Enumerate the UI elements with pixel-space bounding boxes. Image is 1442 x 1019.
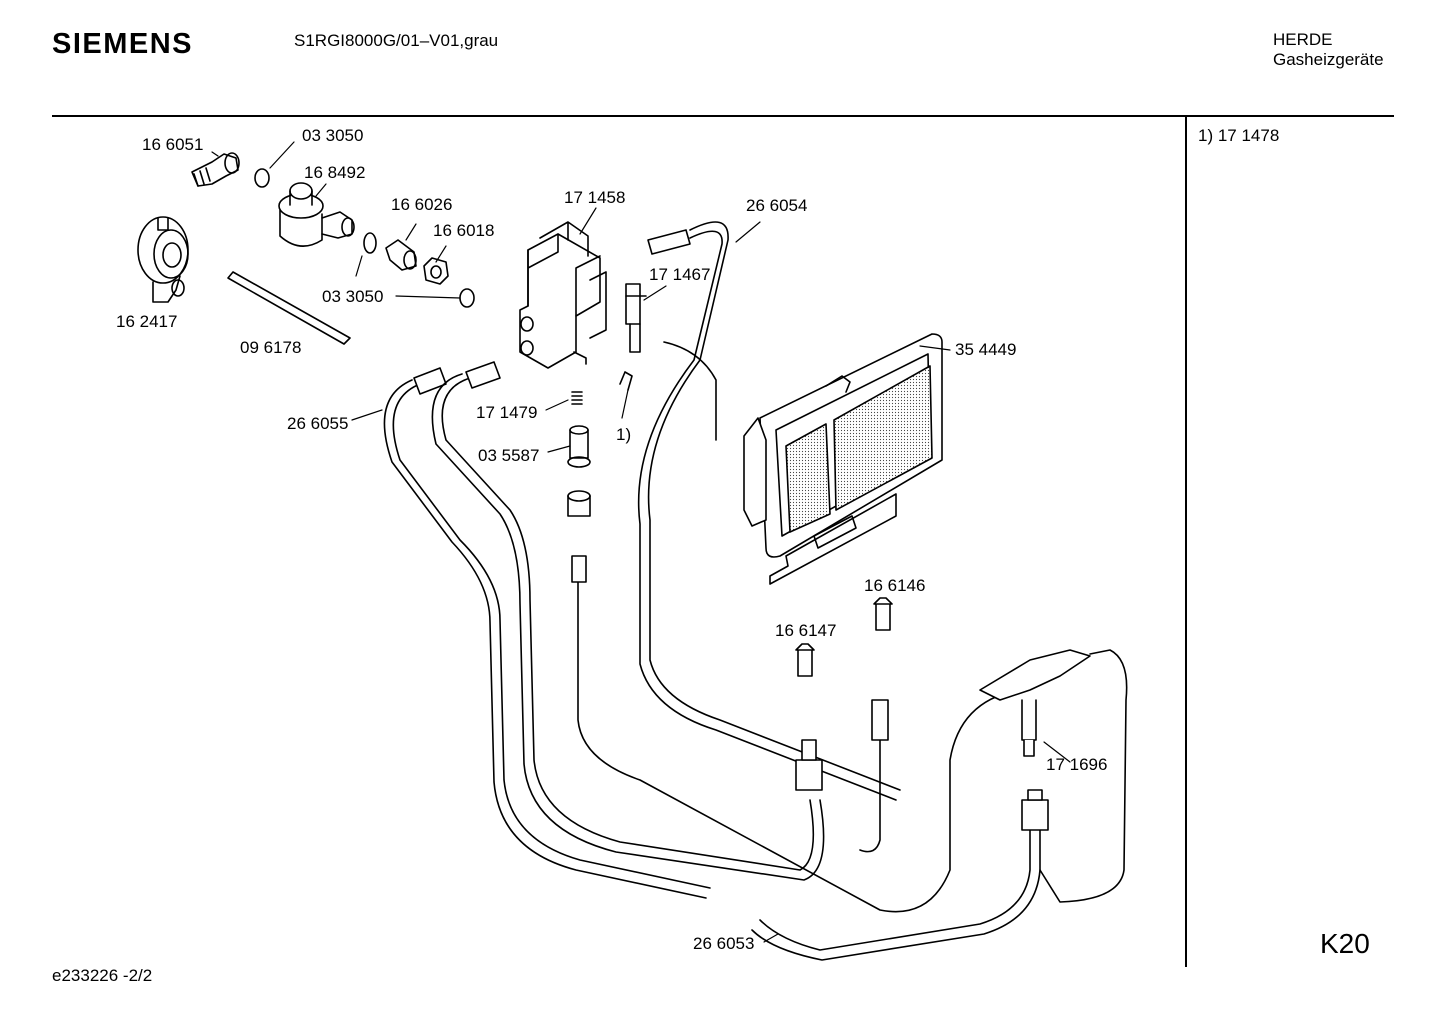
clip-part — [619, 371, 633, 391]
part-label-162417: 16 2417 — [116, 312, 177, 331]
part-label-266055: 26 6055 — [287, 414, 348, 433]
document-id: e233226 -2/2 — [52, 966, 153, 985]
page-code: K20 — [1320, 928, 1370, 959]
part-label-171467: 17 1467 — [649, 265, 710, 284]
nozzle-part — [873, 597, 893, 631]
nut-part — [423, 257, 449, 285]
part-label-footnote-ref: 1) — [616, 425, 631, 444]
category-subtitle: Gasheizgeräte — [1273, 50, 1384, 69]
part-label-354449: 35 4449 — [955, 340, 1016, 359]
gas-pipe-26-6053 — [751, 789, 1049, 961]
part-label-166026: 16 6026 — [391, 195, 452, 214]
header-divider — [52, 115, 1394, 117]
pilot-burner-part — [979, 649, 1128, 903]
gas-valve-part — [519, 221, 607, 369]
injector-part — [567, 425, 591, 468]
sidebar-divider — [1185, 117, 1187, 967]
footnote-text: 1) 17 1478 — [1198, 126, 1280, 145]
part-label-266054: 26 6054 — [746, 196, 807, 215]
part-label-096178: 09 6178 — [240, 338, 301, 357]
model-number: S1RGI8000G/01–V01,grau — [294, 31, 499, 50]
nozzle-part-2 — [795, 643, 815, 677]
gas-pipe-26-6054 — [637, 221, 901, 801]
connector-nut-part — [567, 490, 591, 517]
burner-part — [743, 333, 943, 585]
thermocouple-lead — [571, 341, 1021, 913]
washer-part — [254, 168, 270, 188]
part-label-266053: 26 6053 — [693, 934, 754, 953]
washer-part-2 — [363, 232, 377, 254]
pipe-with-nozzle — [795, 699, 889, 853]
part-label-171458: 17 1458 — [564, 188, 625, 207]
rod-part — [227, 271, 351, 345]
part-label-033050-top: 03 3050 — [302, 126, 363, 145]
part-label-171696: 17 1696 — [1046, 755, 1107, 774]
part-label-166051: 16 6051 — [142, 135, 203, 154]
part-label-166147: 16 6147 — [775, 621, 836, 640]
part-labels: 16 6051 03 3050 16 8492 16 6026 16 6018 … — [116, 126, 1107, 953]
thermocouple-connector-part — [625, 283, 647, 353]
brand-logo: SIEMENS — [52, 28, 194, 60]
spring-part — [571, 391, 583, 405]
pressure-regulator-part — [278, 182, 355, 247]
part-label-171479: 17 1479 — [476, 403, 537, 422]
category-title: HERDE — [1273, 30, 1333, 49]
part-label-166146: 16 6146 — [864, 576, 925, 595]
part-label-035587: 03 5587 — [478, 446, 539, 465]
elbow-fitting-part — [191, 152, 240, 187]
washer-part-3 — [459, 288, 475, 308]
part-label-168492: 16 8492 — [304, 163, 365, 182]
gauge-ring-part — [137, 216, 189, 303]
gas-pipe-26-6055 — [383, 367, 711, 899]
part-label-166018: 16 6018 — [433, 221, 494, 240]
part-label-033050-bottom: 03 3050 — [322, 287, 383, 306]
nipple-part — [385, 239, 417, 271]
leader-lines — [211, 141, 1071, 943]
